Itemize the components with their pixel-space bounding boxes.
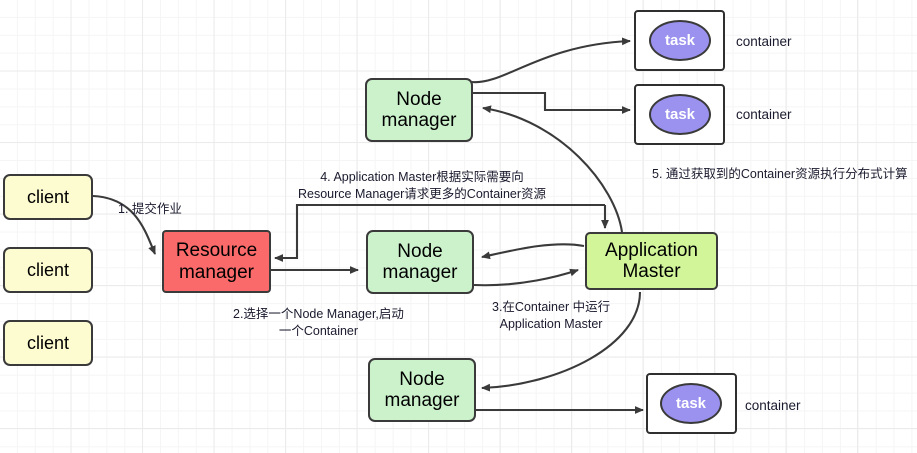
edge-label-step-5: 5. 通过获取到的Container资源执行分布式计算 — [652, 167, 908, 181]
edge-label-step-2: 2.选择一个Node Manager,启动 一个Container — [233, 306, 404, 340]
container-caption-2: container — [736, 107, 792, 122]
task-oval-1[interactable]: task — [649, 20, 711, 61]
edge-label-step-2-line1: 2.选择一个Node Manager,启动 — [233, 307, 404, 321]
edge-node-manager-top-to-task-1 — [471, 37, 631, 84]
client-label-3: client — [26, 332, 70, 353]
node-manager-middle-label-line2: manager — [382, 262, 458, 283]
edge-label-step-1: 1. 提交作业 — [118, 202, 182, 216]
edge-node-manager-top-to-task-2 — [473, 91, 631, 114]
node-manager-middle-label-line1: Node — [397, 240, 443, 262]
resource-manager-box[interactable]: Resource manager — [162, 230, 271, 293]
node-manager-bottom-label-line1: Node — [399, 368, 445, 390]
node-manager-box-middle[interactable]: Node manager — [366, 230, 474, 294]
edge-label-step-4: 4. Application Master根据实际需要向 Resource Ma… — [298, 169, 546, 203]
node-manager-top-label-line1: Node — [396, 88, 442, 110]
node-manager-box-bottom[interactable]: Node manager — [368, 358, 476, 422]
edge-label-step-3-line2: Application Master — [499, 316, 603, 331]
client-label-1: client — [26, 186, 70, 207]
resource-manager-label-line2: manager — [178, 261, 254, 283]
edge-client-to-resource-manager — [92, 194, 156, 255]
edge-node-manager-to-application-master — [473, 268, 579, 287]
node-manager-top-label-line2: manager — [381, 110, 457, 131]
client-box-1[interactable]: client — [3, 174, 93, 220]
client-box-3[interactable]: client — [3, 320, 93, 366]
application-master-label-line1: Application — [605, 239, 698, 261]
container-caption-1: container — [736, 34, 792, 49]
task-label-2: task — [664, 106, 696, 123]
client-box-2[interactable]: client — [3, 247, 93, 293]
edge-application-master-request-resources — [274, 203, 605, 262]
node-manager-bottom-label-line2: manager — [384, 390, 460, 411]
edge-label-step-3-line1: 3.在Container 中运行 — [492, 300, 611, 314]
edge-label-step-4-line2: Resource Manager请求更多的Container资源 — [298, 186, 547, 201]
application-master-label-line2: Master — [622, 261, 681, 282]
edge-application-master-to-node-manager-bottom — [481, 291, 642, 392]
container-caption-3: container — [745, 398, 801, 413]
task-oval-2[interactable]: task — [649, 94, 711, 135]
edge-label-step-4-line1: 4. Application Master根据实际需要向 — [320, 170, 524, 184]
edge-application-master-to-node-manager-top — [482, 105, 624, 233]
edge-label-step-3: 3.在Container 中运行 Application Master — [492, 299, 610, 333]
application-master-box[interactable]: Application Master — [585, 232, 718, 290]
task-label-3: task — [675, 395, 707, 412]
resource-manager-label-line1: Resource — [175, 240, 258, 262]
task-oval-3[interactable]: task — [660, 383, 722, 424]
task-label-1: task — [664, 32, 696, 49]
edge-label-step-2-line2: 一个Container — [278, 323, 359, 338]
edge-application-master-to-node-manager — [481, 243, 585, 260]
client-label-2: client — [26, 259, 70, 280]
node-manager-box-top[interactable]: Node manager — [365, 78, 473, 142]
